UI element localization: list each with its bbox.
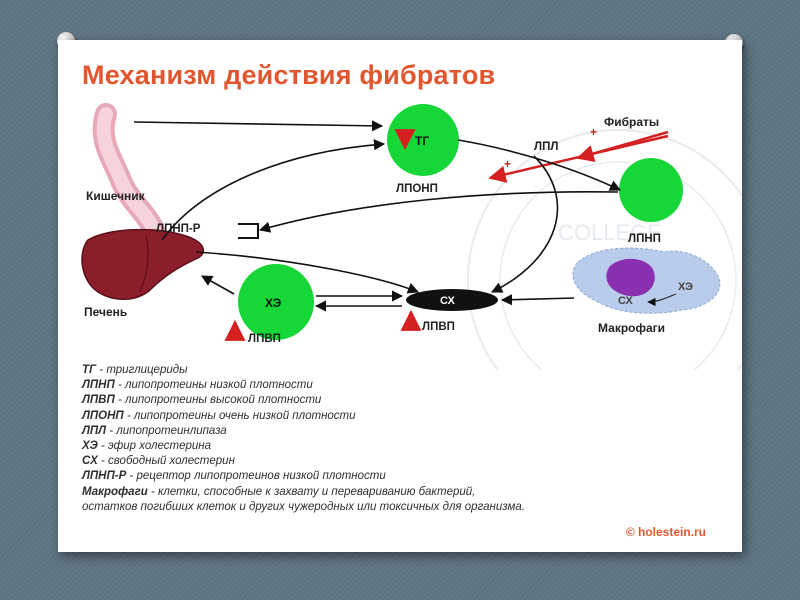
macrophage-illustration xyxy=(573,248,720,313)
legend-row-1: ЛПНП - липопротеины низкой плотности xyxy=(82,378,722,393)
arrow-intestine-to-tg xyxy=(134,122,382,126)
ldl-receptor-label: ЛПНП-Р xyxy=(156,223,201,235)
ldl-receptor-bracket xyxy=(238,224,258,238)
hdl-left-label: ЛПВП xyxy=(248,333,281,345)
macrophage-fc-label: СХ xyxy=(618,295,634,307)
tg-label: ТГ xyxy=(415,134,429,148)
macrophages-label: Макрофаги xyxy=(598,321,665,335)
slide: Механизм действия фибратов COLLEGE Кишеч… xyxy=(58,40,742,552)
legend-row-7: ЛПНП-Р - рецептор липопротеинов низкой п… xyxy=(82,469,722,484)
legend-row-5: ХЭ - эфир холестерина xyxy=(82,439,722,454)
ldl-circle xyxy=(619,158,683,222)
intestine-illustration xyxy=(104,114,154,230)
intestine-label: Кишечник xyxy=(86,189,146,203)
legend-row-8: Макрофаги - клетки, способные к захвату … xyxy=(82,485,722,500)
macrophage-ce-label: ХЭ xyxy=(678,281,693,293)
ce-label: ХЭ xyxy=(265,296,282,310)
legend-row-6: СХ - свободный холестерин xyxy=(82,454,722,469)
vldl-label: ЛПОНП xyxy=(396,183,438,195)
hdl-right-label: ЛПВП xyxy=(422,321,455,333)
legend: ТГ - триглицериды ЛПНП - липопротеины ни… xyxy=(82,363,722,515)
arrow-macrophage-to-fc xyxy=(502,298,574,300)
liver-illustration xyxy=(82,230,203,300)
plus-sign-tg: + xyxy=(504,157,511,171)
legend-continuation: остатков погибших клеток и других чужеро… xyxy=(82,500,722,515)
plus-sign-lpl: + xyxy=(590,125,597,139)
legend-row-4: ЛПЛ - липопротеинлипаза xyxy=(82,424,722,439)
lpl-label: ЛПЛ xyxy=(534,141,558,153)
ldl-label: ЛПНП xyxy=(628,233,661,245)
legend-row-3: ЛПОНП - липопротеины очень низкой плотно… xyxy=(82,409,722,424)
fibrates-label: Фибраты xyxy=(604,115,659,129)
source-credit: © holestein.ru xyxy=(626,525,706,539)
fc-label: СХ xyxy=(440,295,456,307)
mechanism-diagram: COLLEGE Кишечник Печень ЛПНП-Р ТГ ЛПОНП … xyxy=(58,40,742,370)
liver-label: Печень xyxy=(84,305,127,319)
legend-row-0: ТГ - триглицериды xyxy=(82,363,722,378)
arrow-ce-to-liver xyxy=(202,276,234,294)
legend-row-2: ЛПВП - липопротеины высокой плотности xyxy=(82,393,722,408)
